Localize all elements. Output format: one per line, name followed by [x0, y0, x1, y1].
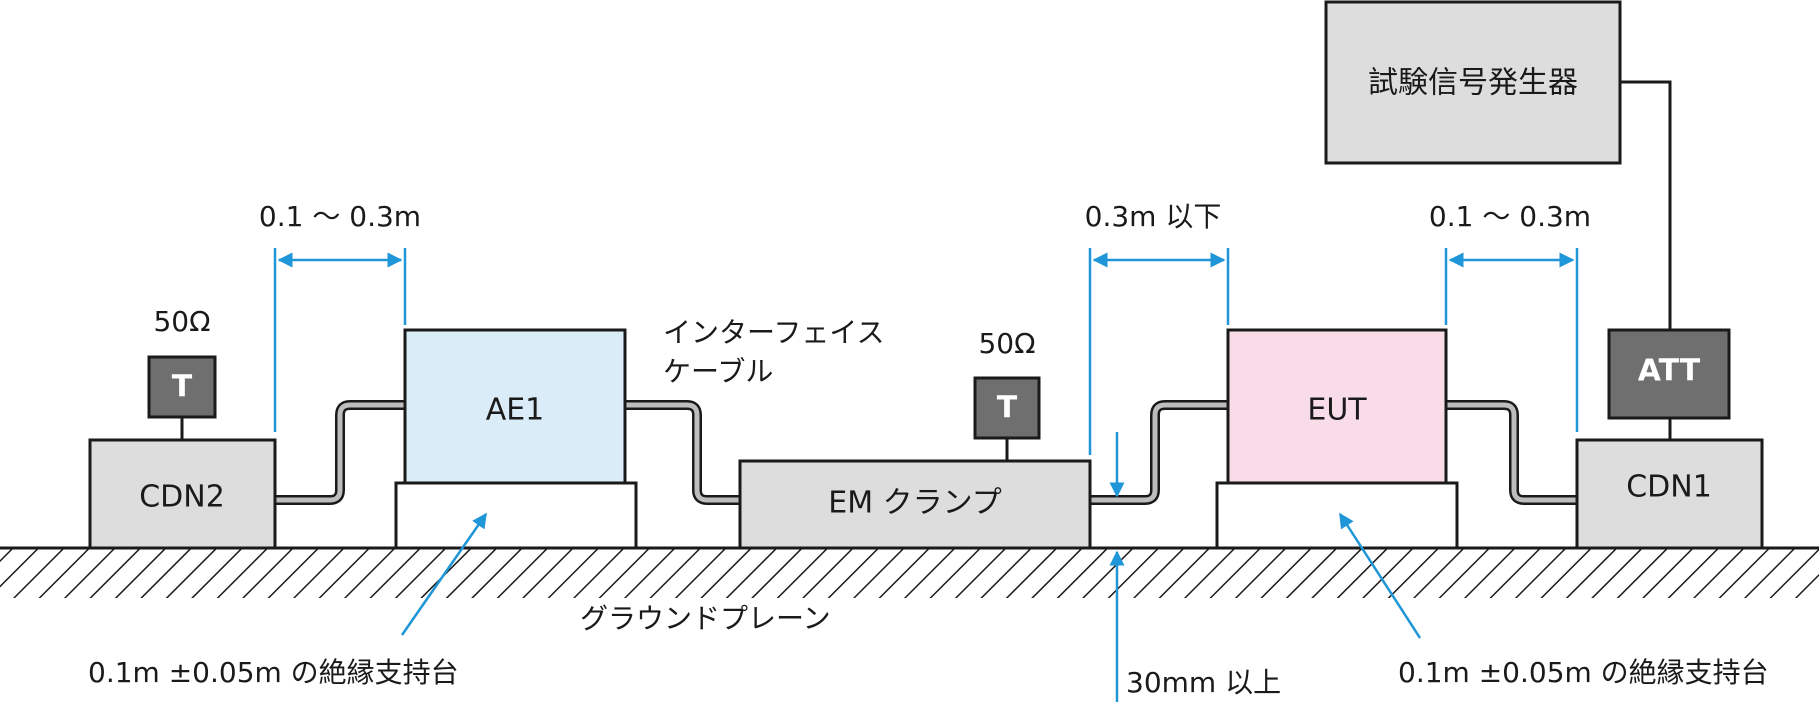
generator-wire	[1620, 80, 1672, 440]
cdn2-box: CDN2	[88, 438, 277, 550]
terminator-left: T	[147, 355, 217, 419]
eut-box: EUT	[1226, 328, 1448, 485]
impedance-mid-label: 50Ω	[978, 327, 1035, 360]
cdn2-label: CDN2	[139, 480, 225, 515]
ground-plane	[0, 546, 1819, 598]
support-right-label: 0.1m ±0.05m の絶縁支持台	[1398, 656, 1769, 689]
em-clamp-box: EM クランプ	[738, 459, 1092, 550]
em-clamp-label: EM クランプ	[828, 486, 1001, 521]
terminator-left-label: T	[172, 370, 193, 405]
dimension-mid-label: 0.3m 以下	[1085, 200, 1222, 233]
signal-generator-box: 試験信号発生器	[1324, 0, 1622, 165]
impedance-left-label: 50Ω	[153, 305, 210, 338]
dimension-mid	[1088, 248, 1230, 455]
interface-cables	[270, 400, 1582, 505]
dimension-left	[273, 248, 407, 432]
att-label: ATT	[1638, 354, 1701, 389]
dimension-left-label: 0.1 〜 0.3m	[259, 200, 421, 233]
ae1-support-table	[394, 481, 638, 550]
dimension-right	[1444, 248, 1579, 432]
support-left-label: 0.1m ±0.05m の絶縁支持台	[88, 656, 459, 689]
dimension-right-label: 0.1 〜 0.3m	[1429, 200, 1591, 233]
eut-support-table	[1215, 481, 1459, 550]
cdn1-box: CDN1	[1575, 438, 1764, 550]
signal-generator-label: 試験信号発生器	[1368, 66, 1578, 101]
interface-cable-label-line2: ケーブル	[663, 355, 773, 388]
interface-cable-label-line1: インターフェイス	[663, 316, 884, 349]
ae1-box: AE1	[403, 328, 627, 485]
ae1-label: AE1	[486, 393, 545, 428]
support-right-pointer	[1338, 512, 1422, 639]
terminator-mid-label: T	[997, 391, 1018, 426]
height-dimension-label: 30mm 以上	[1126, 666, 1281, 699]
eut-label: EUT	[1307, 393, 1367, 428]
att-box: ATT	[1607, 328, 1731, 420]
support-left-pointer	[400, 512, 488, 636]
ground-plane-label: グラウンドプレーン	[580, 602, 831, 635]
cdn1-label: CDN1	[1626, 470, 1712, 505]
terminator-mid: T	[973, 376, 1041, 440]
